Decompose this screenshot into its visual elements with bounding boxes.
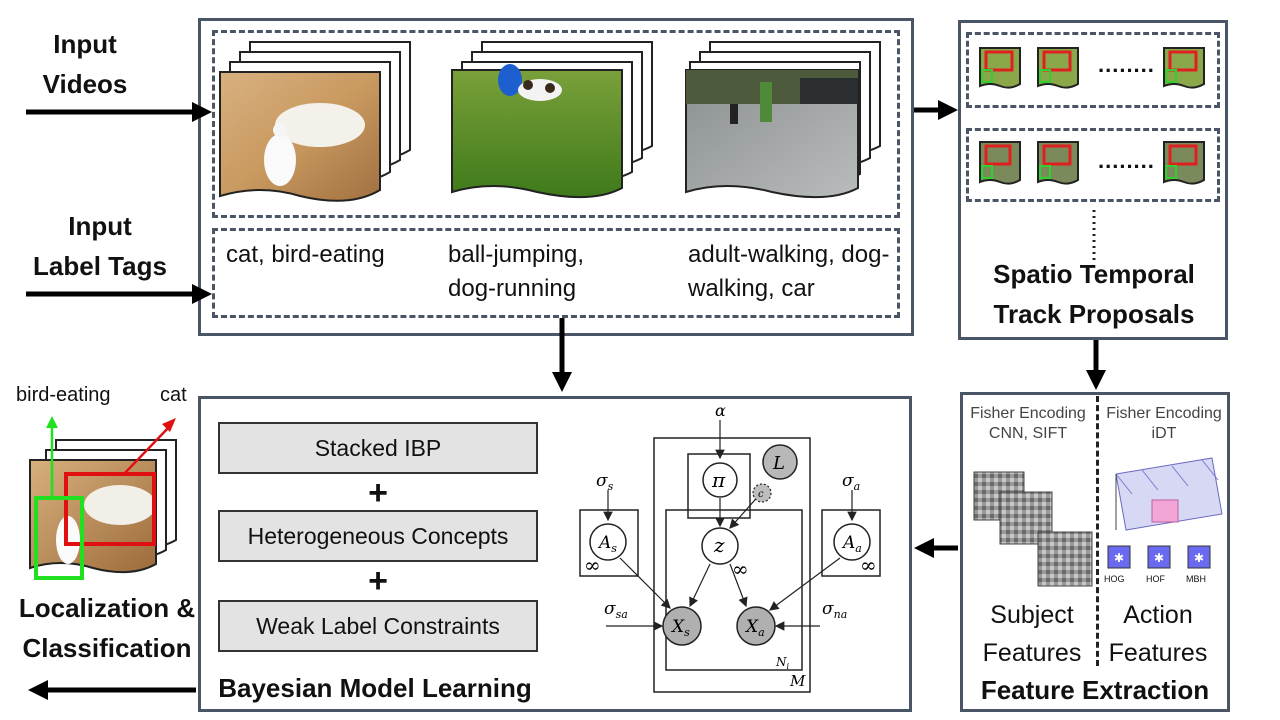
arrow-model-to-output [28, 680, 196, 700]
heterogeneous-concepts-box: Heterogeneous Concepts [218, 510, 538, 562]
label-A-a: Aa [841, 533, 862, 555]
plus-2: + [368, 562, 388, 600]
track-proposals-title: Spatio Temporal Track Proposals [993, 259, 1195, 329]
svg-text:✱: ✱ [1114, 551, 1124, 565]
videos-dashed-box [212, 30, 900, 218]
proposal-row-2 [966, 128, 1220, 202]
output-label-cat: cat [160, 384, 187, 406]
weak-label-constraints-box: Weak Label Constraints [218, 600, 538, 652]
label-sigma-na: σna [822, 599, 847, 621]
label-c: c [758, 489, 764, 500]
label-X-a: Xa [744, 617, 765, 639]
label-X-s: Xs [670, 617, 690, 639]
subject-feature-images [973, 471, 1093, 587]
proposal-row-2-thumbs [979, 141, 1205, 185]
label-alpha: α [715, 401, 726, 420]
tag-video-3: adult-walking, dog- walking, car [688, 241, 890, 302]
feature-divider [1096, 396, 1099, 666]
tag-video-1: cat, bird-eating [226, 241, 385, 268]
label-Ni: Ni [775, 655, 790, 671]
label-M: M [789, 672, 806, 690]
label-sigma-s: σs [596, 471, 614, 493]
arrow-inputs-to-model [552, 318, 572, 392]
localization-classification-title: Localization & Classification [18, 593, 196, 663]
cat-bounding-box [64, 472, 156, 546]
video-thumbnails [219, 41, 881, 202]
hof-label: HOF [1146, 574, 1165, 584]
node-As [589, 523, 627, 561]
proposal-ellipsis-1: ........ [1098, 52, 1155, 77]
arrow-features-to-model [914, 538, 958, 558]
hog-label: HOG [1104, 574, 1125, 584]
tag-video-2: ball-jumping, dog-running [448, 241, 585, 302]
tags-dashed-box [212, 228, 900, 318]
bayesian-model-title: Bayesian Model Learning [218, 673, 532, 703]
label-z: z [713, 533, 725, 557]
dog-video-frames [451, 41, 653, 199]
street-video-frames [685, 41, 881, 199]
localization-output-frames [29, 416, 177, 580]
subject-features-label: Subject Features [982, 601, 1082, 667]
proposal-ellipsis-2: ........ [1098, 148, 1155, 173]
input-videos-label: Input Videos [42, 29, 128, 99]
action-feature-diagram: ✱ ✱ ✱ [1107, 457, 1223, 569]
label-pi: π [711, 468, 726, 492]
bird-bounding-box [34, 496, 84, 580]
node-L [762, 444, 798, 480]
arrow-to-proposals [914, 100, 958, 120]
arrow-proposals-to-features [1086, 340, 1106, 390]
feature-extraction-title: Feature Extraction [980, 675, 1210, 705]
output-label-bird-eating: bird-eating [16, 384, 111, 406]
plate-M [653, 437, 811, 693]
node-Aa [833, 523, 871, 561]
label-A-s: As [597, 533, 617, 555]
label-sigma-sa: σsa [604, 599, 628, 621]
node-pi [702, 462, 738, 498]
label-inf-z: ∞ [732, 557, 749, 581]
node-Xs [662, 606, 702, 646]
input-label-tags-label: Input Label Tags [33, 211, 167, 281]
cat-video-frames [219, 41, 411, 202]
label-inf-s: ∞ [584, 553, 601, 577]
stacked-ibp-box: Stacked IBP [218, 422, 538, 474]
proposal-row-1 [966, 32, 1220, 108]
action-encoding-header: Fisher Encoding iDT [1106, 405, 1222, 442]
arrow-videos-in [26, 102, 212, 122]
plate-As [579, 509, 639, 577]
proposal-thumbnails [979, 47, 1205, 260]
svg-text:✱: ✱ [1154, 551, 1164, 565]
graphical-model: α π L c z σs σa As Aa Xs Xa σsa σna ∞ ∞ … [579, 401, 881, 693]
node-c [752, 483, 772, 503]
label-inf-a: ∞ [860, 553, 877, 577]
subject-encoding-header: Fisher Encoding CNN, SIFT [970, 405, 1086, 442]
label-sigma-a: σa [842, 471, 860, 493]
plate-Aa [821, 509, 881, 577]
label-L: L [772, 453, 785, 474]
feature-extraction-panel [960, 392, 1230, 712]
node-Xa [736, 606, 776, 646]
action-features-label: Action Features [1108, 601, 1208, 667]
mbh-label: MBH [1186, 574, 1206, 584]
hog-hof-mbh-cubes: ✱ ✱ ✱ [1107, 545, 1211, 569]
plate-Ni [665, 509, 803, 671]
svg-text:✱: ✱ [1194, 551, 1204, 565]
node-z [701, 527, 739, 565]
plus-1: + [368, 474, 388, 512]
proposal-row-1-thumbs [979, 47, 1205, 89]
arrow-tags-in [26, 284, 212, 304]
